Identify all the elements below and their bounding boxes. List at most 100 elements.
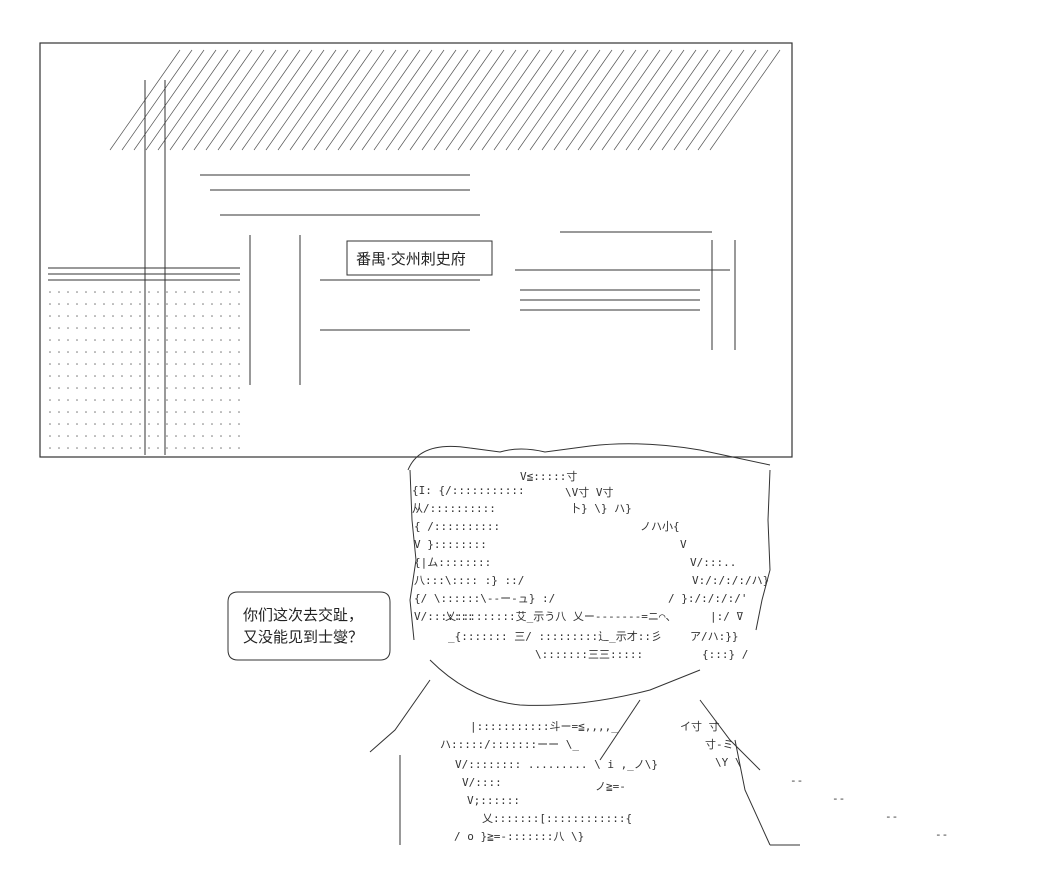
ground-dot [238, 447, 240, 449]
ground-dot [139, 291, 141, 293]
ground-texture [49, 291, 240, 449]
ground-dot [166, 315, 168, 317]
ground-dot [229, 411, 231, 413]
ground-dot [175, 315, 177, 317]
ground-dot [85, 387, 87, 389]
ground-dot [211, 435, 213, 437]
ground-dot [112, 375, 114, 377]
ground-dot [229, 291, 231, 293]
ground-dot [76, 303, 78, 305]
ground-dot [121, 387, 123, 389]
ground-dot [202, 291, 204, 293]
ground-dot [202, 303, 204, 305]
svg-text:ア/ハ:}}: ア/ハ:}} [690, 630, 739, 643]
ground-dot [211, 363, 213, 365]
hatch-stroke [517, 49, 589, 151]
ground-dot [202, 375, 204, 377]
ground-dot [238, 423, 240, 425]
ground-dot [229, 303, 231, 305]
ground-dot [175, 327, 177, 329]
ground-dot [112, 447, 114, 449]
ground-dot [58, 423, 60, 425]
ground-dot [112, 423, 114, 425]
ground-dot [238, 327, 240, 329]
ground-dot [175, 387, 177, 389]
ground-dot [193, 399, 195, 401]
ground-dot [112, 303, 114, 305]
hatch-stroke [613, 49, 685, 151]
ground-dot [67, 423, 69, 425]
ground-dot [193, 435, 195, 437]
ground-dot [193, 291, 195, 293]
ground-dot [229, 435, 231, 437]
svg-text:{|ム::::::::: {|ム:::::::: [414, 556, 491, 569]
ground-dot [202, 387, 204, 389]
ground-dot [130, 387, 132, 389]
ground-dot [130, 423, 132, 425]
ground-dot [148, 447, 150, 449]
ground-dot [85, 411, 87, 413]
ground-dot [184, 363, 186, 365]
ground-dot [94, 435, 96, 437]
ground-dot [49, 363, 51, 365]
ground-dot [211, 399, 213, 401]
hatch-stroke [121, 49, 193, 151]
ground-dot [121, 339, 123, 341]
ground-dot [85, 339, 87, 341]
ground-dot [202, 447, 204, 449]
svg-text:イ寸 寸: イ寸 寸 [680, 719, 720, 733]
svg-text:卜} \} ハ}: 卜} \} ハ} [570, 502, 632, 515]
ground-dot [184, 411, 186, 413]
ground-dot [211, 447, 213, 449]
ground-dot [238, 363, 240, 365]
ground-dot [211, 411, 213, 413]
svg-text:/ }:/:/:/:/': / }:/:/:/:/' [668, 592, 747, 605]
left-pier [48, 80, 240, 455]
ground-dot [193, 351, 195, 353]
ground-dot [58, 387, 60, 389]
ground-dot [220, 375, 222, 377]
ground-dot [121, 363, 123, 365]
hatch-stroke [301, 49, 373, 151]
hatch-stroke [241, 49, 313, 151]
ground-dot [103, 435, 105, 437]
ground-dot [157, 303, 159, 305]
ground-dot [238, 375, 240, 377]
ground-dot [166, 387, 168, 389]
ground-dot [94, 447, 96, 449]
ground-dot [49, 351, 51, 353]
hatch-stroke [433, 49, 505, 151]
ground-dot [67, 375, 69, 377]
ground-dot [76, 327, 78, 329]
ground-dot [175, 435, 177, 437]
svg-text:V/:::::::: ......... \ i ,_: V/:::::::: ......... \ i ,_ノ\} [455, 758, 658, 771]
hatch-stroke [481, 49, 553, 151]
ground-dot [229, 423, 231, 425]
ground-dot [202, 339, 204, 341]
ground-dot [139, 435, 141, 437]
hatch-stroke [145, 49, 217, 151]
ground-dot [211, 351, 213, 353]
ground-dot [166, 339, 168, 341]
ground-dot [85, 447, 87, 449]
ground-dot [148, 339, 150, 341]
ground-dot [193, 339, 195, 341]
ground-dot [202, 423, 204, 425]
ground-dot [94, 315, 96, 317]
ground-dot [85, 375, 87, 377]
hatch-stroke [397, 49, 469, 151]
ground-dot [121, 399, 123, 401]
ground-dot [184, 375, 186, 377]
ground-dot [67, 315, 69, 317]
ground-dot [67, 291, 69, 293]
ground-dot [130, 327, 132, 329]
ground-dot [211, 303, 213, 305]
ground-dot [193, 327, 195, 329]
ground-dot [202, 315, 204, 317]
ground-dot [130, 375, 132, 377]
ground-dot [67, 363, 69, 365]
hatch-stroke [325, 49, 397, 151]
hatch-stroke [349, 49, 421, 151]
ground-dot [220, 387, 222, 389]
svg-text:--: -- [790, 774, 803, 787]
